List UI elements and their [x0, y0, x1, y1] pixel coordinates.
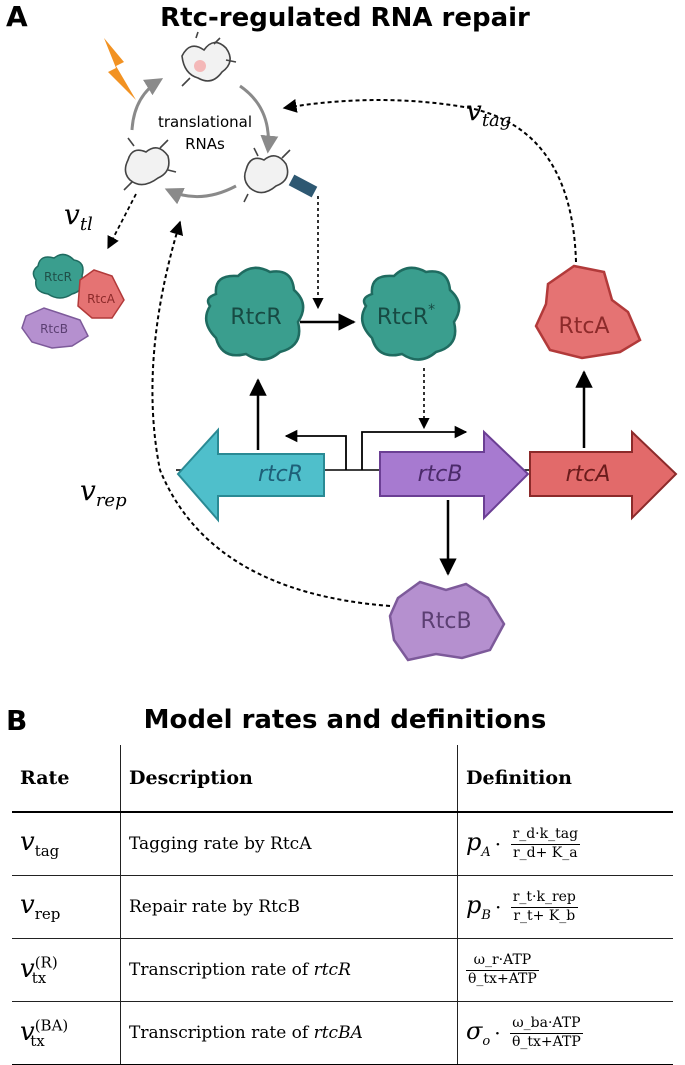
rna-molecule-icon: [123, 137, 177, 191]
rate-symbol: v(BA)tx: [12, 1001, 121, 1065]
panel-a-title: Rtc-regulated RNA repair: [160, 3, 530, 33]
small-rtcb-protein: [21, 307, 89, 349]
gene-rtca-label: rtcA: [566, 462, 611, 487]
translational-label: translational: [158, 113, 252, 131]
header-rate: Rate: [12, 745, 121, 813]
promoter-rtcb: [361, 425, 468, 470]
rate-description: Transcription rate of rtcBA: [120, 1001, 458, 1065]
v-tl-label: vtl: [64, 198, 93, 235]
small-rtcr-label: RtcR: [44, 270, 72, 284]
rate-description: Repair rate by RtcB: [120, 875, 458, 939]
rtca-protein: [534, 264, 642, 360]
small-rtcb-label: RtcB: [40, 322, 68, 336]
rtcb-protein: [388, 580, 506, 662]
small-rtca-protein: [77, 269, 125, 319]
panel-b-title-text: Model rates and definitions: [144, 705, 547, 735]
table-row: v(BA)tx Transcription rate of rtcBA σo· …: [12, 1001, 673, 1065]
panel-a-diagram: A Rtc-regulated RNA repair translational…: [6, 0, 678, 662]
cycle-arrow-bottom: [164, 184, 237, 205]
rtcr-label: RtcR: [230, 305, 281, 330]
rna-molecule-icon: [181, 31, 237, 87]
rtcr-active-protein: [360, 266, 461, 361]
lightning-icon: [104, 38, 136, 100]
header-definition: Definition: [457, 745, 673, 813]
panel-a-letter: A: [6, 0, 28, 33]
small-rtca-label: RtcA: [87, 292, 116, 306]
rates-table: Rate Description Definition vtag Tagging…: [12, 745, 673, 1065]
v-rep-label: vrep: [80, 474, 127, 511]
v-tag-label: vtag: [466, 94, 511, 131]
gene-rtcb-label: rtcB: [418, 462, 463, 487]
table-header-row: Rate Description Definition: [12, 745, 673, 813]
v-tag-arrow: [282, 99, 577, 263]
cycle-arrow-top: [239, 84, 279, 154]
rate-symbol: vrep: [12, 875, 121, 939]
v-rep-arrow: [151, 220, 391, 607]
header-description: Description: [120, 745, 458, 813]
v-tl-arrow: [107, 193, 137, 250]
rtca-label: RtcA: [558, 314, 609, 339]
table-row: v(R)tx Transcription rate of rtcR ω_r·AT…: [12, 938, 673, 1002]
rtcb-label: RtcB: [420, 609, 471, 634]
gene-rtcr: [176, 427, 325, 523]
rtcr-protein: [204, 266, 305, 361]
rate-description: Tagging rate by RtcA: [120, 812, 458, 876]
gene-rtcr-label: rtcR: [258, 462, 303, 487]
rate-description: Transcription rate of rtcR: [120, 938, 458, 1002]
rna-molecule-icon: [243, 147, 291, 203]
gene-rtca: [529, 429, 678, 521]
tag-icon: [288, 174, 318, 198]
rate-symbol: vtag: [12, 812, 121, 876]
gene-rtcb: [379, 429, 530, 521]
rtcr-active-label: RtcR*: [377, 302, 435, 330]
panel-b-letter-text: B: [6, 704, 27, 737]
promoter-rtcr: [284, 429, 347, 470]
rnas-label: RNAs: [185, 135, 225, 153]
cycle-arrow-left: [130, 78, 164, 131]
rate-symbol: v(R)tx: [12, 938, 121, 1002]
